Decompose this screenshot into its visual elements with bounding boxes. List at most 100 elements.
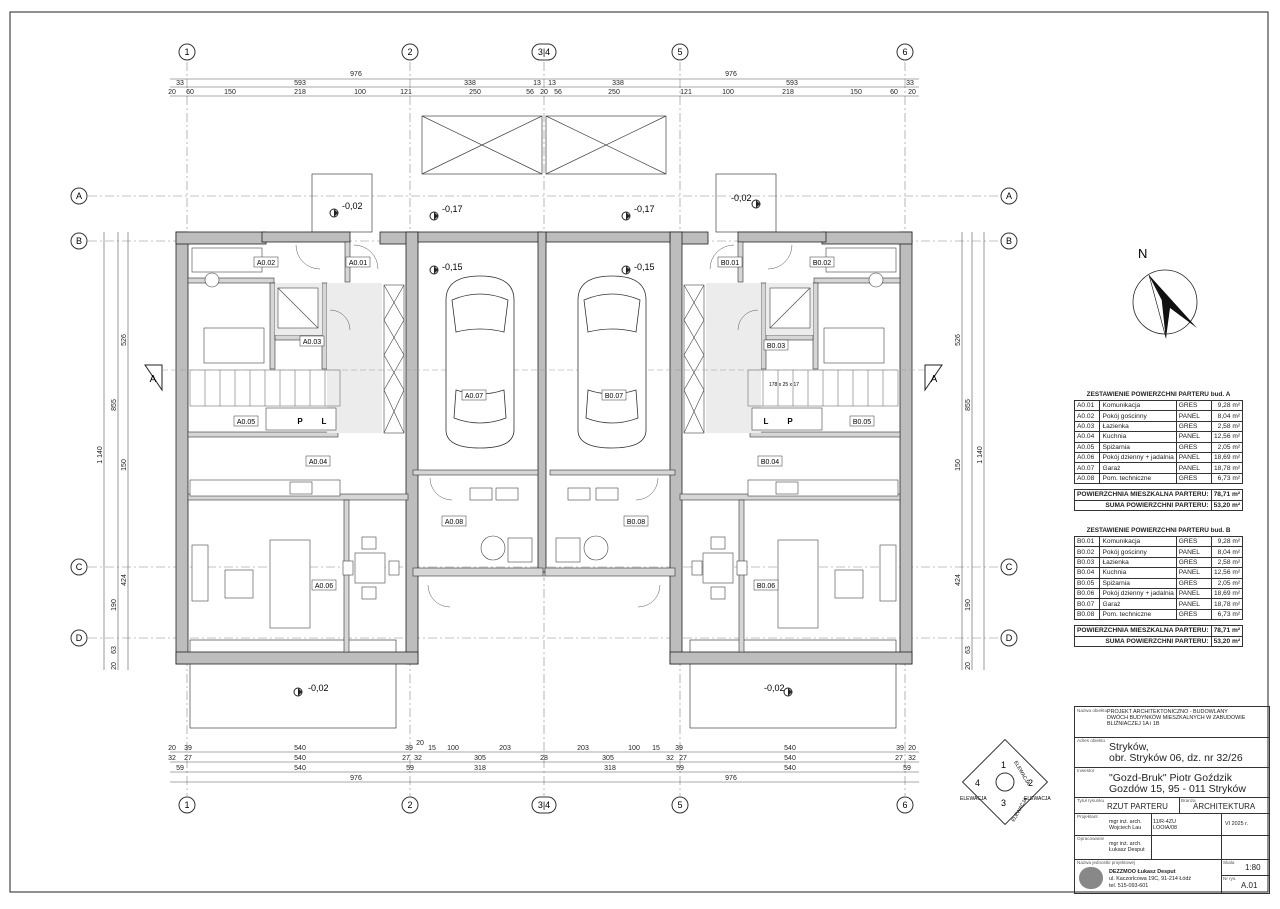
dim-right: 424 [955, 574, 962, 586]
room-label: A0.05 [237, 419, 255, 426]
room-name: Pokój dzienny + jadalnia [1099, 451, 1177, 464]
dim-bottom: 27 [895, 755, 903, 762]
room-label: A0.08 [445, 519, 463, 526]
room-label: A0.02 [257, 260, 275, 267]
dim-top: 100 [354, 89, 366, 96]
dim-top: 33 [176, 80, 184, 87]
room-finish: GRES [1175, 420, 1212, 433]
dim-left: 855 [111, 399, 118, 411]
dim-top: 218 [294, 89, 306, 96]
dim-top: 121 [680, 89, 692, 96]
dim-bottom: 305 [602, 755, 614, 762]
dim-bottom-overall: 976 [725, 775, 737, 782]
sum-row: POWIERZCHNIA MIESZKALNA PARTERU:78,71 m² [1074, 489, 1244, 501]
room-finish: PANEL [1175, 567, 1212, 579]
room-code: A0.01 [1073, 399, 1101, 412]
room-area: 18,78 m² [1210, 598, 1244, 610]
room-area: 2,05 m² [1210, 577, 1244, 589]
dim-right: 855 [965, 399, 972, 411]
dim-bottom: 32 [908, 755, 916, 762]
title-block-caption: Opracowanie [1077, 836, 1105, 841]
grid-label: 6 [902, 47, 907, 57]
dim-top: 218 [782, 89, 794, 96]
title-block-caption: Adres obiektu [1077, 738, 1106, 743]
grid-label: C [76, 562, 83, 572]
staircases [189, 369, 899, 407]
room-name: Spiżarnia [1099, 577, 1177, 589]
dim-bottom: 59 [676, 765, 684, 772]
dim-left: 63 [111, 646, 118, 654]
dim-bottom: 27 [679, 755, 687, 762]
drafter-name: mgr inż. arch. Łukasz Desput [1109, 841, 1145, 853]
grid-bubbles: 1 2 3|4 5 6 1 2 3|4 5 6 A B C D A B C D [70, 43, 1018, 814]
pantry-label: L [764, 417, 769, 426]
room-code: A0.06 [1073, 451, 1101, 464]
company-name: DEZZMOO Łukasz Desput [1109, 869, 1176, 875]
dim-bottom: 318 [474, 765, 486, 772]
dim-bottom: 100 [447, 745, 459, 752]
room-label: A0.07 [465, 393, 483, 400]
dim-top: 20 [540, 89, 548, 96]
room-area: 18,78 m² [1210, 462, 1244, 474]
sum-value: 78,71 m² [1210, 489, 1244, 501]
area-table-title: ZESTAWIENIE POWIERZCHNI PARTERU bud. B [1086, 526, 1231, 534]
title-block-caption: Nr rys. [1223, 876, 1237, 881]
dim-top: 250 [608, 89, 620, 96]
dim-left-overall: 1 140 [97, 446, 104, 464]
address-line: Stryków, [1109, 741, 1149, 753]
furniture [189, 247, 899, 629]
top-dimension-text: 976 976 33 593 338 13 13 338 593 33 20 6… [168, 71, 916, 96]
dim-bottom: 540 [784, 755, 796, 762]
room-area: 2,58 m² [1210, 420, 1244, 433]
dim-bottom: 540 [294, 755, 306, 762]
dim-top: 13 [548, 80, 556, 87]
level-value: -0,02 [342, 201, 363, 211]
room-name: Kuchnia [1099, 567, 1177, 579]
room-area: 6,73 m² [1210, 608, 1244, 621]
grid-bubble-1-bottom: 1 [178, 796, 196, 814]
drawing-date: VI 2025 r. [1225, 821, 1249, 827]
dim-bottom: 15 [652, 745, 660, 752]
grid-bubble-B-right: B [1000, 232, 1018, 250]
room-code: B0.07 [1073, 598, 1101, 610]
room-label: A0.06 [315, 583, 333, 590]
grid-label: C [1006, 562, 1013, 572]
grid-bubble-C-right: C [1000, 558, 1018, 576]
sum-row: POWIERZCHNIA MIESZKALNA PARTERU:78,71 m² [1074, 625, 1244, 637]
room-label: B0.03 [767, 343, 785, 350]
sum-label: POWIERZCHNIA MIESZKALNA PARTERU: [1074, 489, 1212, 501]
grid-label: B [76, 236, 82, 246]
room-name: Pom. techniczne [1099, 608, 1177, 621]
room-code: B0.06 [1073, 587, 1101, 600]
dim-bottom: 39 [675, 745, 683, 752]
grid-bubble-D-right: D [1000, 629, 1018, 647]
dim-top: 13 [533, 80, 541, 87]
dim-bottom: 39 [405, 745, 413, 752]
car-right [577, 275, 647, 449]
level-value: -0,17 [634, 204, 655, 214]
room-name: Pokój gościnny [1099, 546, 1177, 558]
room-name: Komunikacja [1099, 399, 1177, 412]
room-code: B0.01 [1073, 535, 1101, 548]
dim-bottom: 20 [908, 745, 916, 752]
room-code: B0.04 [1073, 567, 1101, 579]
dim-top: 60 [186, 89, 194, 96]
dim-left: 526 [121, 334, 128, 346]
room-name: Garaż [1099, 462, 1177, 474]
sheet-number: A.01 [1241, 881, 1258, 890]
section-label: A [150, 374, 157, 385]
grid-bubble-A-right: A [1000, 187, 1018, 205]
room-finish: GRES [1175, 399, 1212, 412]
grid-label: 1 [184, 800, 189, 810]
dim-top-overall: 976 [725, 71, 737, 78]
dim-left: 20 [111, 662, 118, 670]
dim-bottom: 59 [903, 765, 911, 772]
car-left [445, 275, 515, 449]
room-area: 18,69 m² [1210, 587, 1244, 600]
dim-right: 190 [965, 599, 972, 611]
